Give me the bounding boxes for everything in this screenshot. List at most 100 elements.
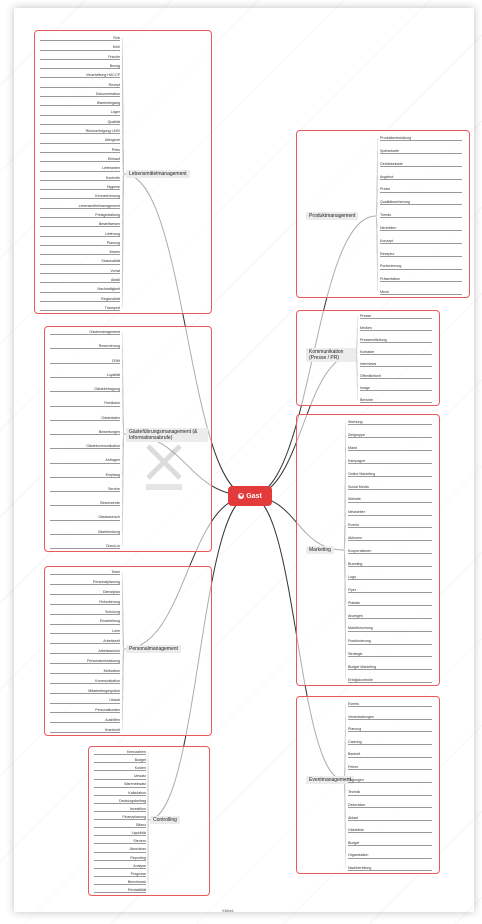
subtopic-bl[interactable]: Kennzahlen: [94, 750, 146, 756]
subtopic-rr[interactable]: Anzeigen: [348, 614, 432, 619]
subtopic-bl[interactable]: Investition: [94, 807, 146, 813]
main-topic-gaestefuehrung[interactable]: Gästeführungsmanagement (& Informationsa…: [126, 428, 208, 442]
subtopic-bl[interactable]: Umsatz: [94, 774, 146, 780]
subtopic-tl[interactable]: Bezug: [40, 64, 120, 70]
subtopic-br[interactable]: Gästeliste: [348, 828, 432, 834]
subtopic-br[interactable]: Organisation: [348, 853, 432, 859]
subtopic-tl[interactable]: Rezept: [40, 83, 120, 88]
subtopic-br[interactable]: Nachbereitung: [348, 866, 432, 872]
subtopic-tr[interactable]: Menü: [380, 290, 462, 296]
central-topic[interactable]: ✱ Gast: [228, 486, 272, 506]
subtopic-rr[interactable]: Social Media: [348, 485, 432, 490]
subtopic-tl[interactable]: Waren: [40, 250, 120, 256]
subtopic-br[interactable]: Tagungen: [348, 778, 432, 783]
subtopic-tl[interactable]: Lieferanten: [40, 166, 120, 172]
subtopic-mr[interactable]: Kontakte: [360, 350, 432, 356]
subtopic-ll[interactable]: Arbeitszeit: [50, 639, 120, 645]
subtopic-tl[interactable]: Verarbeitung HACCP: [40, 73, 120, 79]
subtopic-rr[interactable]: Kampagne: [348, 459, 432, 464]
subtopic-tr[interactable]: Portionierung: [380, 264, 462, 270]
subtopic-mr[interactable]: Öffentlichkeit: [360, 374, 432, 380]
subtopic-rr[interactable]: Flyer: [348, 588, 432, 593]
subtopic-tl[interactable]: Abfall: [40, 278, 120, 284]
subtopic-tr[interactable]: Angebot: [380, 175, 462, 180]
subtopic-bl[interactable]: Deckungsbeitrag: [94, 799, 146, 804]
subtopic-br[interactable]: Dekoration: [348, 803, 432, 809]
subtopic-tl[interactable]: Transport: [40, 306, 120, 312]
subtopic-bl[interactable]: Budget: [94, 758, 146, 764]
subtopic-tl[interactable]: Lebensmittelmanagement: [40, 204, 120, 209]
subtopic-tr[interactable]: Qualitätssicherung: [380, 200, 462, 206]
subtopic-bl[interactable]: Kalkulation: [94, 791, 146, 796]
subtopic-tl[interactable]: Lager: [40, 110, 120, 116]
main-topic-controlling[interactable]: Controlling: [150, 816, 180, 824]
subtopic-tl[interactable]: Nachhaltigkeit: [40, 287, 120, 293]
subtopic-bl[interactable]: Liquidität: [94, 831, 146, 837]
subtopic-bl[interactable]: Finanzplanung: [94, 815, 146, 821]
subtopic-tl[interactable]: Rückverfolgung LMIV: [40, 129, 120, 135]
subtopic-rr[interactable]: Kooperationen: [348, 549, 432, 555]
subtopic-tl[interactable]: Vorrat: [40, 269, 120, 274]
subtopic-rr[interactable]: Markt: [348, 446, 432, 451]
subtopic-tr[interactable]: Speisekarte: [380, 149, 462, 155]
subtopic-rr[interactable]: Zielgruppe: [348, 433, 432, 439]
subtopic-bl[interactable]: Rentabilität: [94, 888, 146, 894]
subtopic-bl[interactable]: Steuern: [94, 839, 146, 845]
subtopic-tl[interactable]: Kontrolle: [40, 176, 120, 181]
subtopic-ml[interactable]: Gästekommunikation: [50, 444, 120, 450]
subtopic-bl[interactable]: Kosten: [94, 766, 146, 772]
subtopic-ml[interactable]: Reservierung: [50, 344, 120, 350]
subtopic-tl[interactable]: Qualität: [40, 120, 120, 125]
subtopic-br[interactable]: Ablauf: [348, 816, 432, 821]
subtopic-rr[interactable]: Logo: [348, 575, 432, 580]
subtopic-tl[interactable]: Saisonalität: [40, 259, 120, 265]
subtopic-tr[interactable]: Präsentation: [380, 277, 462, 283]
main-topic-produkt[interactable]: Produktmanagement: [306, 212, 359, 220]
subtopic-rr[interactable]: Erfolgskontrolle: [348, 678, 432, 684]
subtopic-ml[interactable]: Anfragen: [50, 458, 120, 464]
subtopic-tr[interactable]: Neuheiten: [380, 226, 462, 232]
subtopic-tr[interactable]: Rezeptur: [380, 252, 462, 257]
subtopic-tr[interactable]: Produktentwicklung: [380, 136, 462, 142]
subtopic-tl[interactable]: Planung: [40, 241, 120, 247]
subtopic-tl[interactable]: Regionalität: [40, 297, 120, 302]
subtopic-tl[interactable]: Bestellwesen: [40, 222, 120, 228]
subtopic-br[interactable]: Veranstaltungen: [348, 715, 432, 720]
subtopic-ll[interactable]: Team: [50, 570, 120, 576]
subtopic-bl[interactable]: Benchmark: [94, 880, 146, 886]
subtopic-ml[interactable]: Bewertungen: [50, 430, 120, 436]
subtopic-tl[interactable]: Preis: [40, 148, 120, 153]
subtopic-br[interactable]: Budget: [348, 841, 432, 846]
main-topic-marketing[interactable]: Marketing: [306, 546, 334, 554]
subtopic-br[interactable]: Bankett: [348, 752, 432, 758]
subtopic-br[interactable]: Technik: [348, 790, 432, 796]
subtopic-rr[interactable]: Newsletter: [348, 510, 432, 516]
subtopic-mr[interactable]: Medien: [360, 326, 432, 332]
subtopic-tr[interactable]: Getränkekarte: [380, 162, 462, 167]
subtopic-tl[interactable]: Allergene: [40, 138, 120, 144]
subtopic-br[interactable]: Catering: [348, 740, 432, 746]
subtopic-ll[interactable]: Krankheit: [50, 728, 120, 734]
subtopic-ml[interactable]: Service: [50, 487, 120, 493]
subtopic-tl[interactable]: Roh: [40, 36, 120, 42]
subtopic-tl[interactable]: Frische: [40, 55, 120, 60]
subtopic-mr[interactable]: Presse: [360, 314, 432, 320]
subtopic-tr[interactable]: Preise: [380, 187, 462, 193]
subtopic-ll[interactable]: Einarbeitung: [50, 619, 120, 625]
subtopic-rr[interactable]: Positionierung: [348, 639, 432, 645]
subtopic-rr[interactable]: Website: [348, 497, 432, 503]
subtopic-bl[interactable]: Bilanz: [94, 823, 146, 829]
subtopic-ll[interactable]: Arbeitsschutz: [50, 649, 120, 655]
subtopic-tr[interactable]: Konzept: [380, 239, 462, 244]
subtopic-ll[interactable]: Personalplanung: [50, 580, 120, 586]
subtopic-br[interactable]: Feiern: [348, 765, 432, 771]
subtopic-ml[interactable]: Beschwerde: [50, 501, 120, 507]
subtopic-tl[interactable]: Wareneingang: [40, 101, 120, 107]
subtopic-mr[interactable]: Berichte: [360, 398, 432, 404]
subtopic-ml[interactable]: Gästemanagement: [50, 330, 120, 336]
subtopic-ml[interactable]: Gästewunsch: [50, 515, 120, 521]
subtopic-rr[interactable]: Events: [348, 523, 432, 529]
subtopic-br[interactable]: Planung: [348, 727, 432, 733]
subtopic-rr[interactable]: Marktforschung: [348, 626, 432, 632]
subtopic-tl[interactable]: Kühl: [40, 45, 120, 51]
